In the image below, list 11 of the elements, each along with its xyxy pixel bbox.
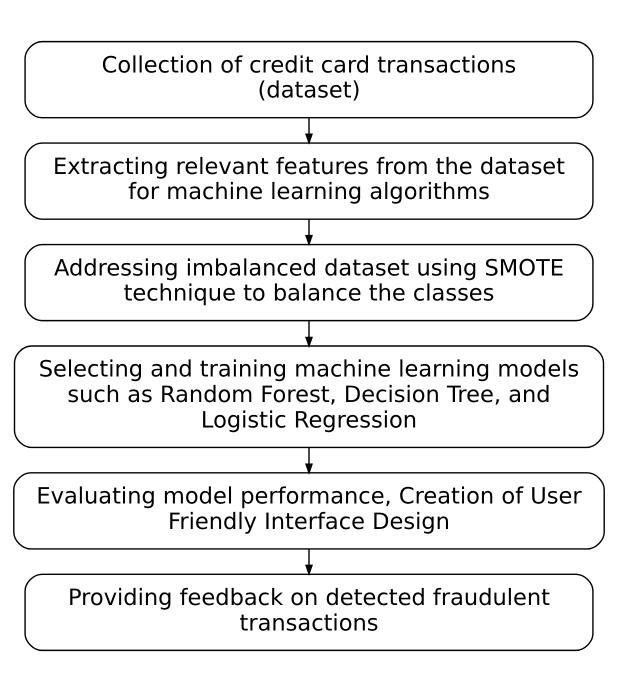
node-box: Selecting and training machine learning models such as Random Forest, Decision Tree, and Logistic Regression	[14, 345, 604, 448]
arrow	[305, 549, 313, 576]
arrow	[305, 118, 313, 145]
arrow	[305, 448, 313, 475]
node-box: Collection of credit card transactions (dataset)	[24, 40, 594, 118]
node-box: Evaluating model performance, Creation of User Friendly Interface Design	[13, 472, 605, 550]
node-box: Addressing imbalanced dataset using SMOTE technique to balance the classes	[24, 244, 594, 322]
node-box: Extracting relevant features from the dataset for machine learning algorithms	[24, 142, 594, 220]
arrow	[305, 321, 313, 348]
node-box: Providing feedback on detected fraudulent transactions	[24, 574, 594, 652]
arrow	[305, 219, 313, 246]
